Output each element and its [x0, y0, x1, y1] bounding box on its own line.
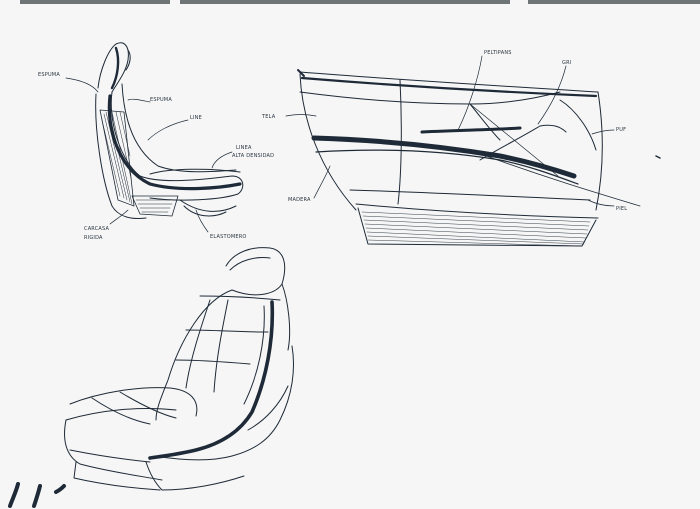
label-door-top: PELTIPANS	[484, 50, 512, 56]
label-seat-top-left: ESPUMA	[38, 72, 60, 78]
top-edge-mark	[528, 0, 700, 4]
label-seat-side: LINE	[190, 115, 202, 121]
label-seat-lower-1: LINEA	[236, 145, 252, 151]
label-door-right: PUF	[616, 127, 627, 133]
label-door-top-right: GRI	[562, 60, 572, 66]
label-seat-base-1: CARCASA	[84, 226, 110, 232]
label-seat-lower-2: ALTA DENSIDAD	[232, 153, 275, 159]
label-door-left: TELA	[262, 114, 276, 120]
label-seat-mid: ESPUMA	[150, 97, 172, 103]
label-door-lower-left: MADERA	[288, 197, 311, 203]
label-seat-bottom: ELASTOMERO	[210, 234, 247, 240]
label-seat-base-2: RIGIDA	[84, 235, 103, 241]
corner-marks	[8, 482, 66, 508]
top-edge-mark	[20, 0, 170, 4]
door-panel	[285, 55, 661, 247]
seat-perspective-view	[64, 247, 294, 491]
seat-side-view	[65, 42, 244, 233]
top-edge-mark	[180, 0, 510, 4]
label-door-lower-right: PIEL	[616, 206, 628, 212]
